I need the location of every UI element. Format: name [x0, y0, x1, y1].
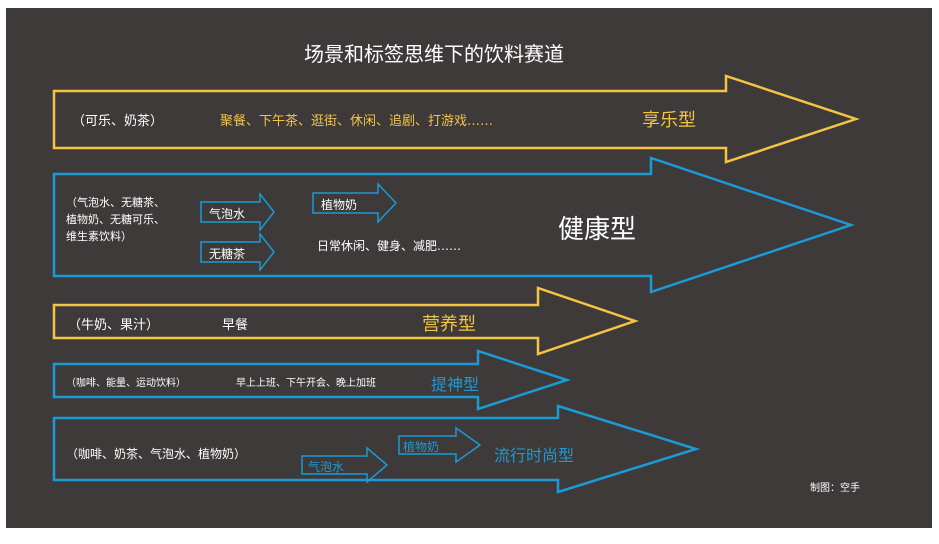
row5-tag-plant-milk: 植物奶 — [403, 440, 440, 454]
small-arrow-plant-milk-2 — [398, 426, 482, 464]
row4-type-label: 提神型 — [431, 375, 480, 394]
row2-scenes: 日常休闲、健身、减肥…… — [317, 239, 462, 253]
row2-products-line2: 植物奶、无糖可乐、 — [66, 213, 165, 226]
small-arrow-sparkling-water-2 — [301, 446, 389, 484]
arrow-refreshing — [52, 349, 572, 411]
row3-type-label: 营养型 — [422, 314, 476, 335]
row2-tag-sparkling-water: 气泡水 — [209, 207, 246, 221]
row5-tag-sparkling-water: 气泡水 — [308, 460, 345, 474]
row2-products-line3: 维生素饮料） — [66, 230, 132, 243]
row1-type-label: 享乐型 — [642, 110, 696, 131]
row1-scenes: 聚餐、下午茶、逛街、休闲、追剧、打游戏…… — [220, 114, 494, 129]
row1-products: （可乐、奶茶） — [72, 114, 164, 129]
arrow-nutrition — [52, 286, 639, 356]
small-arrow-sparkling-water — [200, 191, 275, 233]
row2-type-label: 健康型 — [558, 215, 637, 245]
diagram-canvas: 场景和标签思维下的饮料赛道 （可乐、奶茶） 聚餐、下午茶、逛街、休闲、追剧、打游… — [6, 8, 932, 528]
credit-label: 制图：空手 — [810, 483, 860, 494]
row4-products: （咖啡、能量、运动饮料） — [66, 378, 186, 389]
row5-products: （咖啡、奶茶、气泡水、植物奶） — [66, 447, 247, 461]
row3-products: （牛奶、果汁） — [68, 318, 160, 333]
arrows-layer — [52, 74, 860, 494]
row2-products-line1: （气泡水、无糖茶、 — [66, 196, 165, 209]
row3-scenes: 早餐 — [222, 318, 249, 333]
row2-tag-plant-milk: 植物奶 — [321, 198, 358, 212]
small-arrow-plant-milk — [312, 182, 398, 224]
row5-type-label: 流行时尚型 — [494, 446, 575, 465]
diagram-title: 场景和标签思维下的饮料赛道 — [304, 42, 564, 66]
arrow-hedonic — [52, 74, 860, 164]
row2-tag-sugar-free-tea: 无糖茶 — [209, 247, 246, 261]
row4-scenes: 早上上班、下午开会、晚上加班 — [236, 378, 376, 389]
arrow-healthy — [52, 156, 855, 294]
small-arrow-sugar-free-tea — [200, 231, 275, 273]
arrow-trendy — [52, 404, 701, 494]
